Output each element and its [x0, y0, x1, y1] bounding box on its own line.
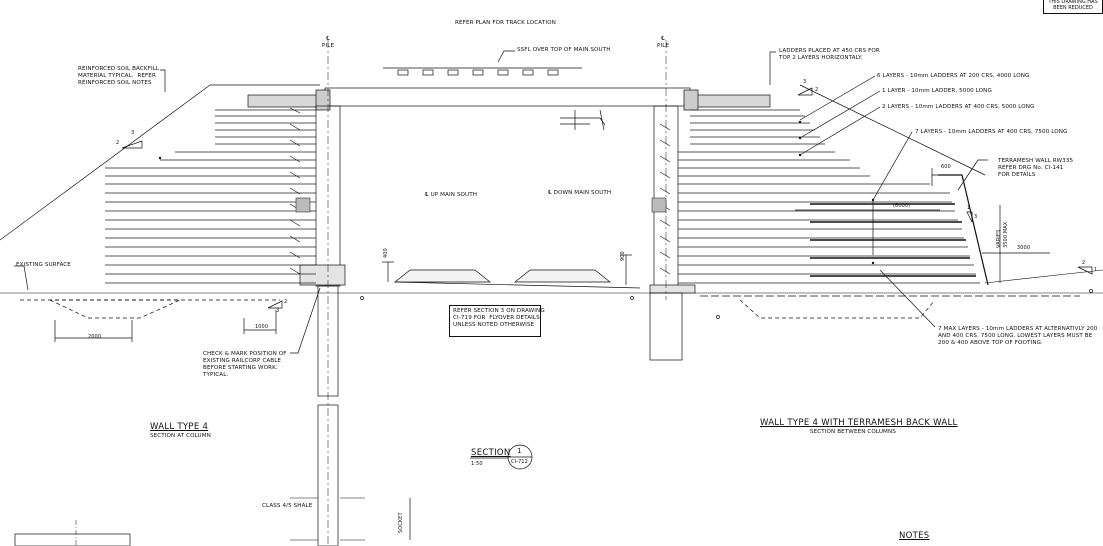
- slope-left-run: 2: [116, 140, 120, 146]
- one-layer-note: 1 LAYER - 10mm LADDER, 5000 LONG: [882, 88, 992, 94]
- right-pile-cap: [649, 284, 696, 294]
- ladders-placed-note: LADDERS PLACED AT 450 CRS FOR TOP 2 LAYE…: [779, 48, 880, 61]
- terramesh-note: TERRAMESH WALL RW335 REFER DRG No. CI-14…: [998, 158, 1074, 178]
- leader-reinforced-soil: [160, 69, 166, 92]
- slope-triangle-right-top: [797, 87, 813, 96]
- reinforced-soil-note: REINFORCED SOIL BACKFILL MATERIAL TYPICA…: [78, 66, 160, 86]
- slope-triangle-left: [121, 140, 143, 149]
- leader-check-mark: [290, 287, 321, 354]
- up-track-ballast: [394, 269, 491, 283]
- slope-terramesh-run: 1: [967, 205, 971, 211]
- slope-left-rise: 3: [131, 130, 135, 136]
- down-main-south-label: ℄ DOWN MAIN SOUTH: [548, 190, 612, 196]
- slope-far-right-run: 2: [1082, 260, 1086, 266]
- leader-max-layers: [879, 269, 936, 328]
- slope-left-low-rise: 3: [276, 308, 280, 314]
- seven-layers-note: 7 LAYERS - 10mm LADDERS AT 400 CRS, 7500…: [915, 129, 1068, 135]
- existing-surface-line-right: [984, 269, 1103, 284]
- flyover-deck: [324, 87, 691, 107]
- up-main-south-label: ℄ UP MAIN SOUTH: [425, 192, 478, 198]
- section-number: 1: [517, 447, 522, 455]
- signal-bracket: [560, 109, 606, 131]
- left-embankment-slope: [0, 84, 211, 241]
- track-location-note: REFER PLAN FOR TRACK LOCATION: [455, 20, 556, 26]
- max-layers-note: 7 MAX LAYERS - 10mm LADDERS AT ALTERNATI…: [938, 326, 1098, 346]
- left-section-subtitle: SECTION AT COLUMN: [150, 433, 211, 439]
- leader-ssfl: [497, 50, 515, 63]
- section-drawing-ref: CI-712: [511, 459, 528, 465]
- dimension-400: 400: [383, 248, 389, 258]
- slope-triangle-far-right: [1077, 266, 1093, 275]
- slope-terramesh-rise: 3: [974, 214, 978, 220]
- two-layers-note: 2 LAYERS - 10mm LADDERS AT 400 CRS, 5000…: [882, 104, 1035, 110]
- dimension-3000: 3000: [1017, 245, 1031, 251]
- pile-centerline-left: ℄ PILE: [322, 36, 335, 49]
- down-track-ballast: [514, 269, 611, 283]
- left-reinforcement-strips: [105, 109, 316, 284]
- left-section-title: WALL TYPE 4: [150, 422, 209, 432]
- varies-dimension: VARIES 3500 MAX: [996, 221, 1009, 248]
- socket-label: SOCKET: [398, 512, 404, 533]
- flyover-reference-text: REFER SECTION 3 ON DRAWING CI-719 FOR FL…: [453, 308, 545, 328]
- check-mark-note: CHECK & MARK POSITION OF EXISTING RAILCO…: [203, 351, 287, 378]
- pile-centerline-right: ℄ PILE: [657, 36, 670, 49]
- dimension-1000: 1000: [255, 324, 269, 330]
- six-layers-note: 6 LAYERS - 10mm LADDERS AT 200 CRS, 4000…: [877, 73, 1030, 79]
- section-scale: 1:50: [471, 461, 483, 467]
- leader-ladders-placed: [769, 51, 776, 85]
- leader-2-layers: [799, 106, 881, 156]
- leader-existing-surface: [14, 265, 29, 291]
- right-section-subtitle: SECTION BETWEEN COLUMNS: [810, 429, 896, 435]
- slope-left-low-run: 2: [284, 299, 288, 305]
- terramesh-wall: [938, 174, 989, 286]
- flyover-reference-note: REFER SECTION 3 ON DRAWING CI-719 FOR FL…: [449, 305, 545, 337]
- dimension-6000: (6000): [893, 203, 911, 209]
- ssfl-track-blocks: [397, 69, 559, 76]
- right-section-title: WALL TYPE 4 WITH TERRAMESH BACK WALL: [760, 418, 958, 428]
- leader-terramesh: [957, 159, 988, 191]
- slope-right-top-run: 3: [803, 79, 807, 85]
- right-embankment-slope: [799, 84, 986, 176]
- right-pile: [649, 292, 683, 361]
- reduced-drawing-stamp: THIS DRAWING HAS BEEN REDUCED: [1043, 0, 1103, 14]
- notes-heading: NOTES: [899, 531, 930, 541]
- slope-right-top-rise: 2: [815, 87, 819, 93]
- section-title: SECTION: [471, 448, 511, 458]
- left-footing-outline: [49, 299, 181, 319]
- leader-6-layers: [799, 75, 876, 121]
- dimension-600: 600: [941, 164, 951, 170]
- leader-7-layers: [872, 131, 913, 255]
- ssfl-note: SSFL OVER TOP OF MAIN SOUTH: [517, 47, 611, 53]
- dimension-2000: 2000: [88, 334, 102, 340]
- slope-triangle-left-low: [267, 300, 283, 309]
- dimension-900: 900: [620, 251, 626, 261]
- left-pile-cap: [299, 264, 346, 286]
- class-shale-label: CLASS 4/5 SHALE: [262, 503, 313, 509]
- slope-far-right-rise: 1: [1094, 267, 1098, 273]
- right-reinforcement-strips: [678, 109, 980, 284]
- existing-surface-label: EXISTING SURFACE: [16, 262, 71, 268]
